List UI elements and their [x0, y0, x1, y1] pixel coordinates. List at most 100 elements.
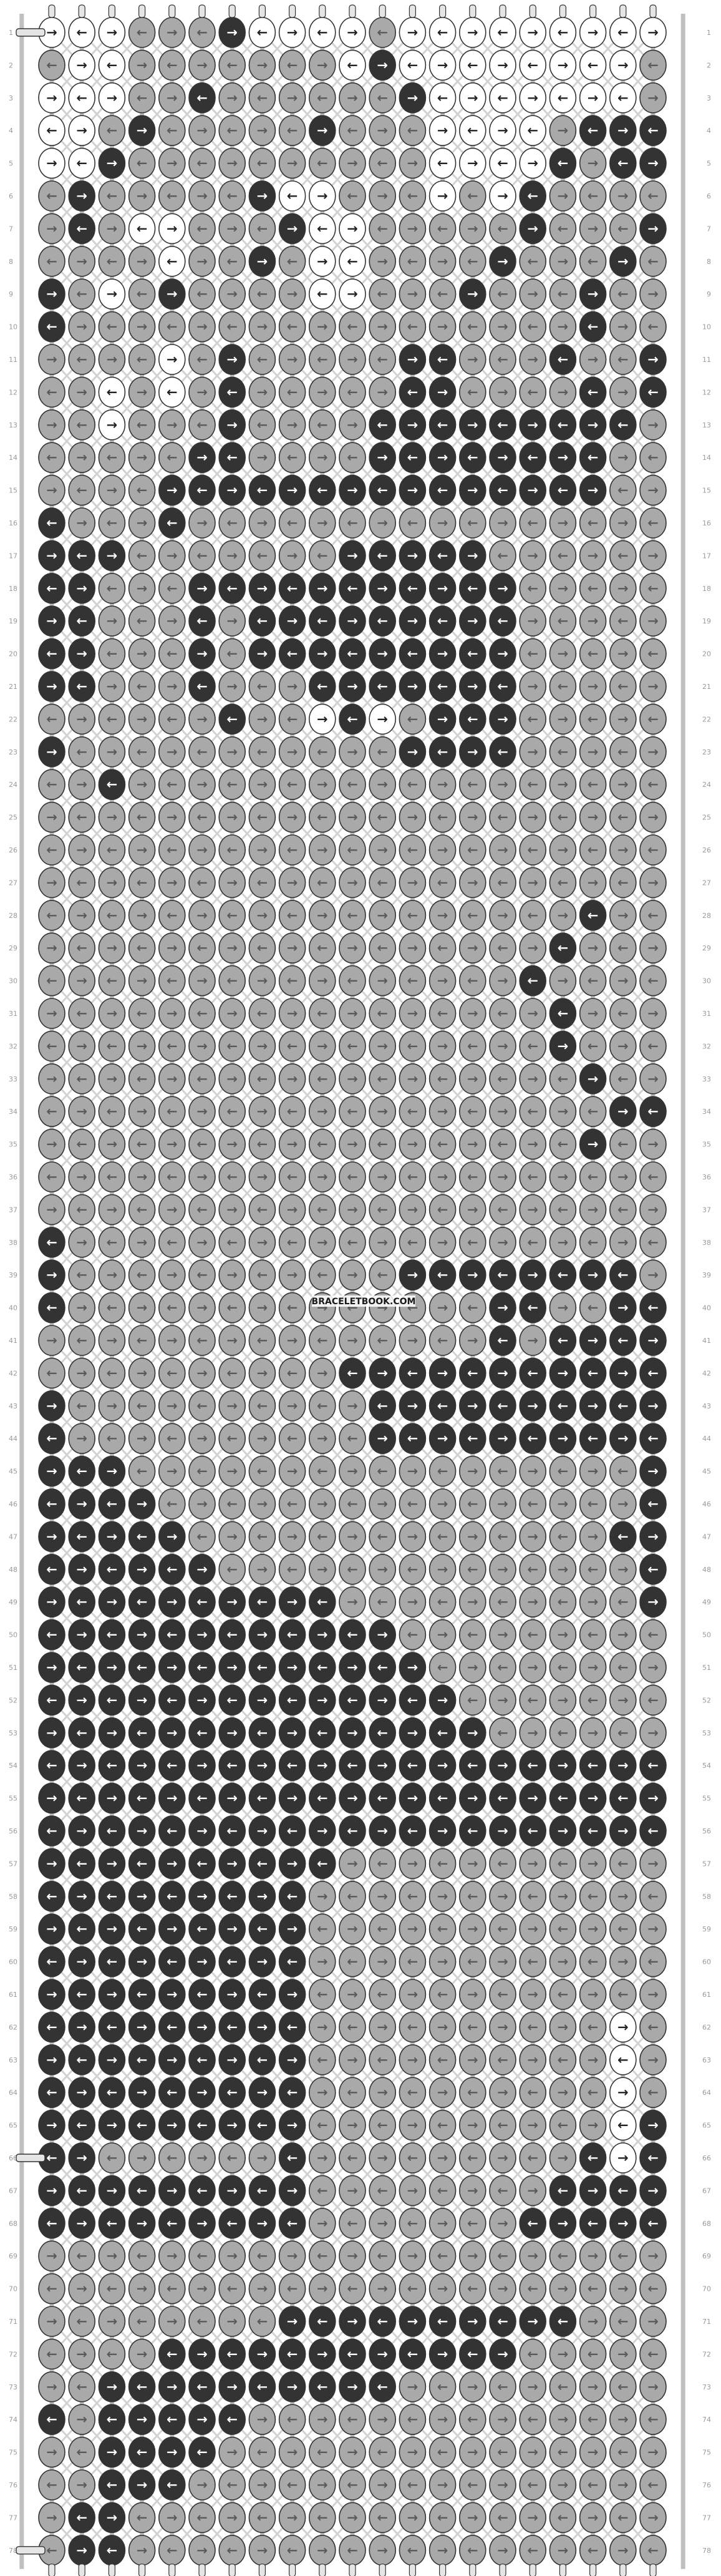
knot-direction-arrow: → — [257, 1038, 268, 1053]
knot-direction-arrow: → — [137, 1235, 148, 1250]
knot-direction-arrow: ← — [287, 777, 298, 792]
knot-direction-arrow: → — [196, 384, 208, 399]
knot-direction-arrow: ← — [588, 1104, 599, 1119]
knot-direction-arrow: ← — [588, 777, 599, 792]
knot-direction-arrow: ← — [527, 1300, 538, 1315]
knot-direction-arrow: → — [137, 123, 148, 138]
knot-direction-arrow: → — [527, 940, 538, 955]
knot-direction-arrow: ← — [137, 352, 148, 367]
knot-direction-arrow: → — [196, 1235, 208, 1250]
knot-direction-arrow: → — [46, 548, 57, 563]
knot-direction-arrow: → — [317, 711, 328, 726]
knot-direction-arrow: → — [407, 156, 419, 171]
knot-direction-arrow: ← — [347, 384, 358, 399]
knot-direction-arrow: ← — [226, 1431, 238, 1446]
knot-direction-arrow: → — [167, 1006, 178, 1021]
knot-direction-arrow: ← — [107, 515, 118, 530]
knot-direction-arrow: → — [617, 908, 629, 923]
knot-direction-arrow: ← — [76, 810, 87, 825]
knot-direction-arrow: ← — [527, 515, 538, 530]
knot-direction-arrow: → — [497, 320, 508, 334]
knot-direction-arrow: → — [467, 417, 478, 432]
knot-direction-arrow: → — [46, 1006, 57, 1021]
knot-direction-arrow: ← — [377, 1464, 388, 1479]
knot-direction-arrow: → — [257, 384, 268, 399]
knot-direction-arrow: ← — [527, 581, 538, 596]
knot-direction-arrow: ← — [467, 188, 478, 203]
knot-direction-arrow: → — [167, 679, 178, 694]
knot-direction-arrow: ← — [558, 679, 569, 694]
knot-direction-arrow: → — [226, 810, 238, 825]
knot-direction-arrow: → — [647, 221, 659, 236]
knot-direction-arrow: → — [437, 384, 448, 399]
knot-direction-arrow: ← — [226, 188, 238, 203]
knot-direction-arrow: → — [467, 483, 478, 498]
knot-direction-arrow: ← — [467, 1300, 478, 1315]
knot-direction-arrow: ← — [257, 483, 268, 498]
knot-direction-arrow: → — [497, 254, 508, 269]
knot-direction-arrow: → — [347, 1333, 358, 1348]
knot-direction-arrow: ← — [137, 1333, 148, 1348]
knot-direction-arrow: ← — [226, 254, 238, 269]
knot-direction-arrow: ← — [347, 711, 358, 726]
knot-direction-arrow: → — [467, 1202, 478, 1217]
knot-direction-arrow: → — [107, 352, 118, 367]
knot-direction-arrow: → — [347, 679, 358, 694]
knot-direction-arrow: ← — [226, 1365, 238, 1380]
knot-direction-arrow: → — [46, 156, 57, 171]
knot-direction-arrow: → — [137, 57, 148, 72]
knot-direction-arrow: → — [437, 1300, 448, 1315]
knot-direction-arrow: ← — [407, 450, 419, 465]
knot-direction-arrow: ← — [257, 810, 268, 825]
knot-direction-arrow: ← — [407, 646, 419, 661]
knot-direction-arrow: → — [347, 744, 358, 759]
knot-direction-arrow: ← — [317, 221, 328, 236]
knot-direction-arrow: ← — [226, 1300, 238, 1315]
knot-direction-arrow: ← — [137, 940, 148, 955]
knot-direction-arrow: → — [46, 417, 57, 432]
knot-direction-arrow: → — [617, 320, 629, 334]
knot-direction-arrow: → — [287, 1333, 298, 1348]
knot-direction-arrow: ← — [287, 1038, 298, 1053]
knot-direction-arrow: → — [167, 156, 178, 171]
knot-direction-arrow: → — [467, 744, 478, 759]
knot-direction-arrow: ← — [317, 1071, 328, 1086]
knot-direction-arrow: ← — [167, 1169, 178, 1184]
knot-direction-arrow: ← — [377, 548, 388, 563]
knot-direction-arrow: → — [137, 188, 148, 203]
knot-direction-arrow: → — [287, 1006, 298, 1021]
knot-direction-arrow: ← — [437, 1464, 448, 1479]
knot-direction-arrow: → — [257, 1300, 268, 1315]
knot-direction-arrow: ← — [617, 1137, 629, 1152]
knot-direction-arrow: → — [467, 940, 478, 955]
knot-direction-arrow: ← — [287, 973, 298, 988]
knot-direction-arrow: → — [317, 1038, 328, 1053]
knot-direction-arrow: → — [647, 1398, 659, 1413]
knot-direction-arrow: ← — [347, 908, 358, 923]
knot-direction-arrow: ← — [167, 1038, 178, 1053]
knot-direction-arrow: → — [167, 286, 178, 301]
knot-direction-arrow: ← — [617, 613, 629, 628]
knot-direction-arrow: → — [226, 613, 238, 628]
knot-direction-arrow: ← — [226, 123, 238, 138]
knot-direction-arrow: ← — [467, 1431, 478, 1446]
knot-direction-arrow: ← — [647, 450, 659, 465]
knot-direction-arrow: → — [226, 1071, 238, 1086]
knot-direction-arrow: ← — [377, 875, 388, 890]
knot-direction-arrow: ← — [347, 123, 358, 138]
knot-direction-arrow: → — [76, 57, 87, 72]
knot-direction-arrow: ← — [167, 57, 178, 72]
knot-direction-arrow: ← — [407, 57, 419, 72]
knot-direction-arrow: ← — [317, 1267, 328, 1282]
knot-direction-arrow: → — [226, 352, 238, 367]
knot-direction-arrow: ← — [377, 1398, 388, 1413]
knot-direction-arrow: ← — [617, 1267, 629, 1282]
knot-direction-arrow: ← — [317, 613, 328, 628]
knot-direction-arrow: → — [617, 1169, 629, 1184]
knot-direction-arrow: → — [377, 973, 388, 988]
knot-direction-arrow: → — [377, 646, 388, 661]
knot-direction-arrow: → — [588, 1267, 599, 1282]
knot-direction-arrow: → — [617, 842, 629, 857]
knot-direction-arrow: → — [377, 57, 388, 72]
